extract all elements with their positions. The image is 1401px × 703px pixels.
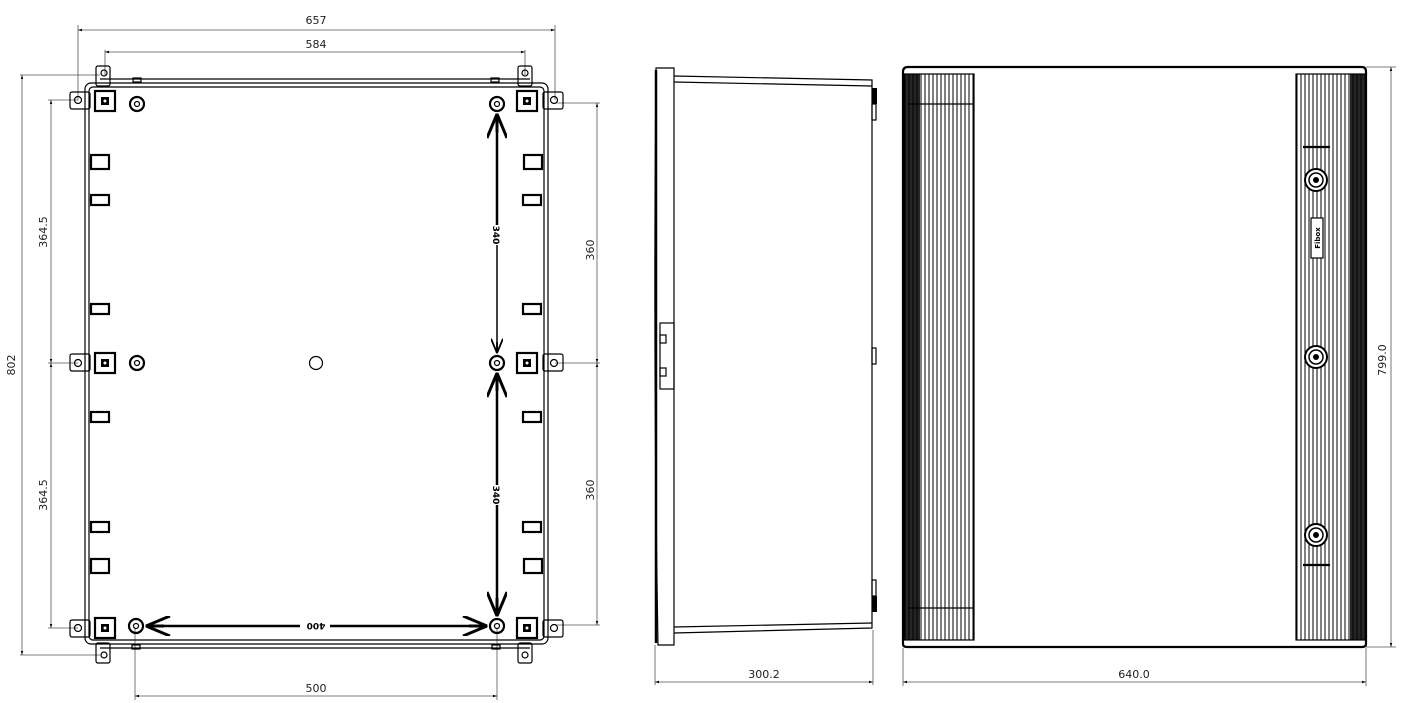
rear-view: Fibox 640.0 799.0 xyxy=(901,65,1396,686)
dim-label-799: 799.0 xyxy=(1376,344,1389,376)
right-brackets xyxy=(515,65,564,664)
dim-label-340-upper: 340 xyxy=(490,226,500,245)
dim-label-640: 640.0 xyxy=(1118,668,1150,681)
center-hole xyxy=(308,355,324,371)
brand-label: Fibox xyxy=(1314,227,1322,249)
dim-right-lower: 360 xyxy=(555,363,600,626)
enclosure-body xyxy=(84,77,549,650)
dim-overall-height: 802 xyxy=(5,74,100,656)
dim-flange-width: 584 xyxy=(104,38,526,75)
dim-rear-height: 799.0 xyxy=(1366,66,1396,648)
left-slots xyxy=(89,153,111,575)
front-view: 657 584 802 364.5 364.5 xyxy=(5,14,600,700)
dim-rear-width: 640.0 xyxy=(902,648,1367,686)
dim-label-802: 802 xyxy=(5,355,18,376)
dim-label-364-5-upper: 364.5 xyxy=(37,216,50,248)
hinge xyxy=(659,322,675,390)
lid xyxy=(654,67,675,646)
mounting-bosses xyxy=(127,95,506,635)
dim-label-657: 657 xyxy=(306,14,327,27)
dim-label-584: 584 xyxy=(306,38,327,51)
dim-depth: 300.2 xyxy=(654,630,874,685)
dim-label-360-upper: 360 xyxy=(584,240,597,261)
left-brackets xyxy=(69,65,117,664)
dim-left-upper: 364.5 xyxy=(37,99,78,364)
side-view: 300.2 xyxy=(654,67,877,685)
dim-label-364-5-lower: 364.5 xyxy=(37,479,50,511)
dim-label-500: 500 xyxy=(306,682,327,695)
dim-left-lower: 364.5 xyxy=(37,363,78,629)
dim-right-upper: 360 xyxy=(555,102,600,364)
brand-label-plate xyxy=(1310,217,1324,259)
dim-label-300-2: 300.2 xyxy=(748,668,780,681)
dim-bottom-pitch: 500 xyxy=(134,628,498,700)
dim-label-340-lower: 340 xyxy=(490,486,500,505)
dim-label-360-lower: 360 xyxy=(584,480,597,501)
dim-overall-width: 657 xyxy=(77,14,556,100)
internal-pitch-dims: 340 340 400 xyxy=(146,114,500,630)
rear-bosses xyxy=(1304,168,1328,547)
right-slots xyxy=(521,153,544,575)
dim-label-400: 400 xyxy=(307,620,326,630)
